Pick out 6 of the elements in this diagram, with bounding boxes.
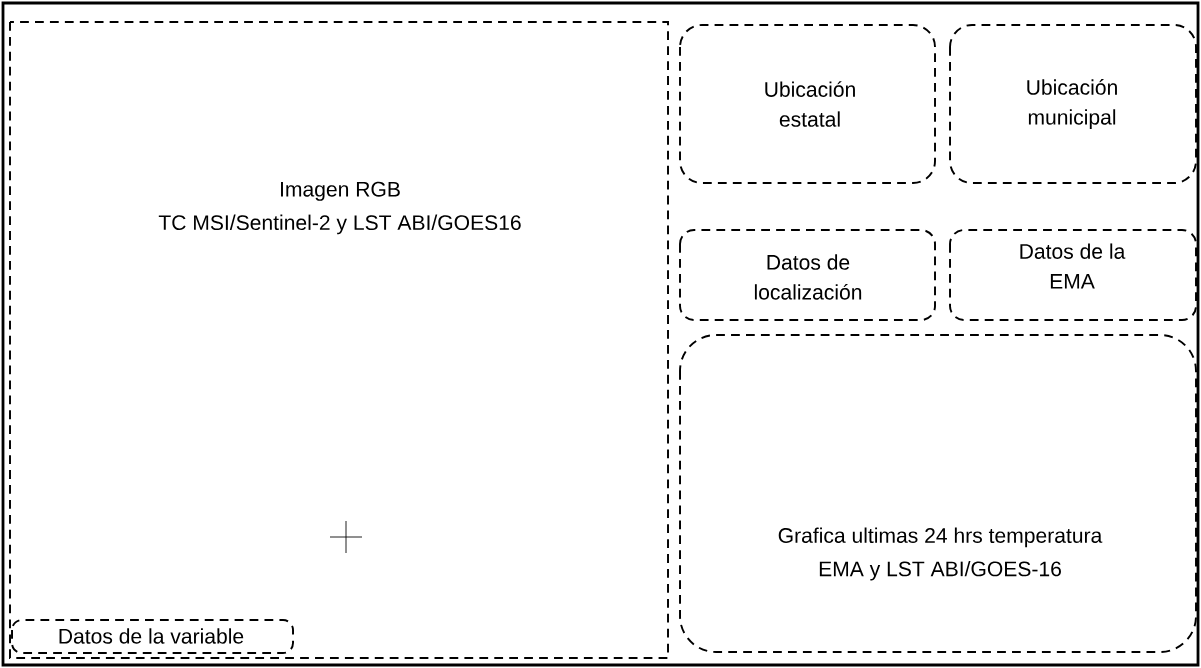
rounded-box: Ubicación estatal — [679, 24, 936, 184]
rounded-box: Ubicación municipal — [949, 24, 1197, 184]
rounded-box: Grafica ultimas 24 hrs temperatura EMA y LST ABI/GOES-16 — [679, 334, 1197, 653]
rounded-box: Datos de la EMA — [949, 229, 1197, 321]
rounded-box: Datos de la variable — [11, 619, 294, 654]
rounded-box: Datos de localización — [679, 229, 936, 321]
